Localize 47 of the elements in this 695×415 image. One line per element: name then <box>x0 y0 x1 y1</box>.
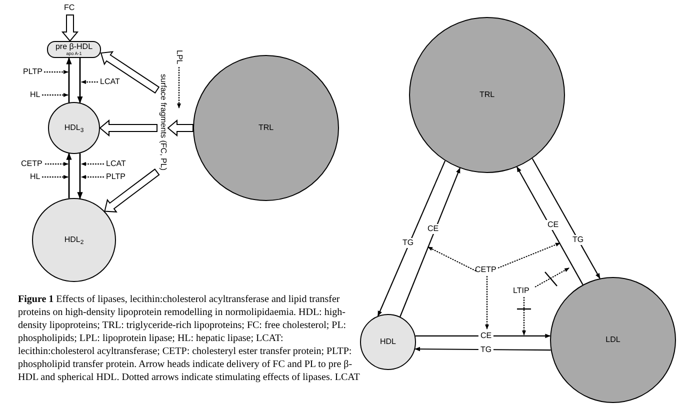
arrow <box>414 346 551 352</box>
dotted-arrow <box>44 70 68 74</box>
arrow <box>77 153 83 200</box>
dotted-arrow <box>42 93 68 97</box>
hollow-arrow <box>61 14 79 42</box>
enzyme-label: CETP <box>21 159 42 169</box>
arrow <box>66 152 72 198</box>
dotted-arrow <box>44 162 68 166</box>
arrow <box>66 57 72 102</box>
dotted-arrow <box>485 276 489 330</box>
hollow-arrow <box>167 119 194 137</box>
enzyme-label: HL <box>30 90 40 100</box>
arrow <box>532 158 600 279</box>
dotted-arrow <box>177 66 181 108</box>
dotted-arrow <box>81 162 104 166</box>
dotted-arrow <box>81 80 98 84</box>
hollow-arrow <box>100 51 160 94</box>
arrow <box>400 168 460 317</box>
dotted-arrow <box>498 242 560 268</box>
arrow <box>77 58 83 104</box>
dotted-arrow <box>428 246 476 272</box>
arrow <box>377 160 446 316</box>
enzyme-label: PLTP <box>106 172 126 182</box>
enzyme-label: PLTP <box>23 67 42 77</box>
enzyme-label: LCAT <box>106 159 126 169</box>
enzyme-label: HL <box>30 172 40 182</box>
input-label: FC <box>64 3 75 13</box>
enzyme-label: LCAT <box>100 77 120 87</box>
edge-label: TG <box>478 345 494 355</box>
dotted-arrow <box>42 175 68 179</box>
edge-label: TG <box>570 235 586 245</box>
enzyme-label: LPL <box>174 50 184 64</box>
edge-label: TG <box>400 238 416 248</box>
figure-caption: Figure 1 Effects of lipases, lecithin:cholesterol acyltransferase and lipid transfer proteins on high-density lipoprotein remodelling in normolipidaemia. HDL: high-density lipoproteins; TRL: triglyceride-rich lipoproteins; FC: free cholesterol; PL: phospholipids; LPL: lipoprotein lipase; HL: hepatic lipase; LCAT: lecithin:cholesterol acyltransferase; CETP: cholesteryl ester transfer protein; PLTP: phospholipid transfer protein. Arrow heads indicate delivery of FC and PL to pre β-HDL and spherical HDL. Dotted arrows indicate stimulating effects of lipases. LCAT <box>18 293 360 384</box>
dotted-arrow <box>522 296 526 336</box>
edge-label: CE <box>478 331 494 341</box>
dotted-arrow <box>81 175 104 179</box>
edge-label: CE <box>545 220 561 230</box>
hollow-arrow <box>104 168 160 212</box>
arrow <box>415 334 551 338</box>
hollow-arrow <box>99 119 158 137</box>
dotted-arrow <box>534 268 570 288</box>
enzyme-label: LTIP <box>513 286 530 296</box>
vertical-label: surface fragments (FC, PL) <box>158 74 168 170</box>
edge-label: CE <box>425 224 441 234</box>
enzyme-label: CETP <box>475 265 496 275</box>
arrow <box>516 166 584 285</box>
